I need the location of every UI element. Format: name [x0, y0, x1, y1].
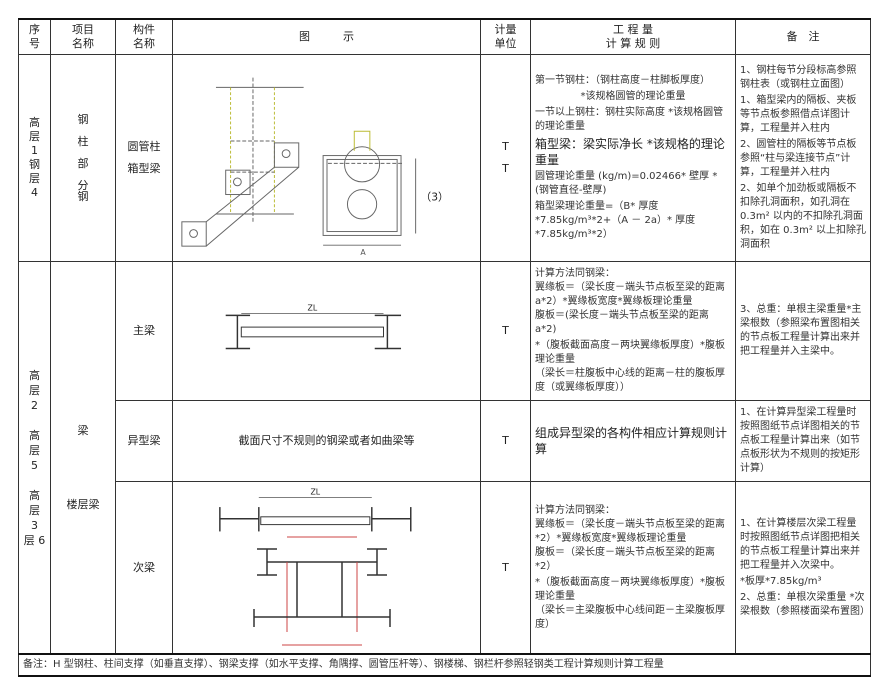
header-rule: 工 程 量 计 算 规 则 [530, 18, 736, 55]
note-plate-thickness: *板厚*7.85kg/m³ [740, 575, 822, 587]
rules-table: 序 号 项目 名称 构件 名称 图 示 计量 单位 工 程 量 计 算 规 则 … [18, 18, 871, 677]
rule-box-beam: 箱型梁：梁实际净长 *该规格的理论重量 [535, 137, 725, 167]
row-main-beam: 高 层 2 高 层 5 高 层 3 层 6 梁 楼层梁 主梁 ZL T 计算方法… [18, 261, 871, 655]
rule-main-beam: 计算方法同钢梁： 翼缘板＝（梁长度－端头节点板至梁的距离a*2）*翼缘板宽度*翼… [535, 268, 725, 335]
note-secondary-total: 2、总重：单根次梁重量 *次梁根数（参照楼面梁布置图） [740, 591, 870, 617]
row1-item: 钢 柱 部 分 钢 [50, 54, 116, 262]
row1-unit: T [502, 162, 509, 175]
main-beam-figure-cell: ZL [172, 261, 481, 401]
column-beam-figure: A （3） [181, 77, 449, 257]
note-box-plates: 1、箱型梁内的隔板、夹板等节点板参照借点详图计算，工程量并入柱内 [740, 95, 857, 134]
rule-pipe-weight-formula: 圆管理论重量 (kg/m)=0.02466* 壁厚 *(钢管直径-壁厚) [535, 171, 718, 196]
row1-seq: 高 层 1 钢 层 4 [18, 54, 51, 262]
row-secondary-beam: 次梁 ZL T 计算方法同钢梁： 翼缘板＝（梁长度－端头节点板至梁的距离*2）*… [19, 481, 871, 655]
secondary-beam-rules-cell: 计算方法同钢梁： 翼缘板＝（梁长度－端头节点板至梁的距离*2）*翼缘板宽度*翼缘… [530, 481, 736, 655]
row2-unit: T [480, 261, 531, 401]
rule-secondary-beam: 计算方法同钢梁： 翼缘板＝（梁长度－端头节点板至梁的距离*2）*翼缘板宽度*翼缘… [535, 504, 725, 572]
rule-irregular-beam: 组成异型梁的各构件相应计算规则计算 [535, 426, 728, 456]
header-part: 构件 名称 [115, 18, 173, 55]
row1-figure-cell: A （3） [172, 54, 481, 262]
header-seq: 序 号 [18, 18, 51, 55]
rule-first-column: 第一节钢柱：（钢柱高度－柱脚板厚度） [535, 75, 710, 86]
header-unit: 计量 单位 [480, 18, 531, 55]
row2-item-floor-beam: 楼层梁 [66, 497, 100, 511]
irregular-beam-notes-cell: 1、在计算异型梁工程量时按照图纸节点详图相关的节点板工程量计算出来（如节点板形状… [735, 400, 871, 482]
rule-box-weight-formula: 箱型梁理论重量=（B* 厚度 *7.85kg/m³*2+（A － 2a）* 厚度… [535, 201, 699, 240]
figure-label: （3） [421, 190, 449, 203]
row2-part-secondary-beam: 次梁 [115, 481, 173, 655]
note-holes: 2、如单个加劲板或隔板不扣除孔洞面积，如孔洞在 0.3m² 以内的不扣除孔洞面积… [740, 183, 867, 250]
row2-unit: T [480, 481, 531, 655]
note-secondary-beam: 1、在计算楼层次梁工程量时按照图纸节点详图把相关的节点板工程量计算出来并把工程量… [740, 517, 860, 571]
footer-remark: 备注：H 型钢柱、柱间支撑（如垂直支撑）、钢梁支撑（如水平支撑、角隅撑、圆管压杆… [18, 653, 871, 677]
secondary-beam-zl-label: ZL [310, 487, 320, 496]
note-pipe-plates: 2、圆管柱的隔板等节点板参照“柱与梁连接节点”计算，工程量并入柱内 [740, 139, 857, 178]
row2-item-beam: 梁 [77, 423, 89, 437]
note-column-elevation: 1、钢柱每节分段标高参照钢柱表（或钢柱立面图） [740, 65, 857, 90]
row-irregular-beam: 异型梁 截面尺寸不规则的钢梁或者如曲梁等 T 组成异型梁的各构件相应计算规则计算… [19, 400, 871, 482]
row2-seq: 高 层 2 高 层 5 高 层 3 层 6 [18, 261, 51, 655]
irregular-beam-rules-cell: 组成异型梁的各构件相应计算规则计算 [530, 400, 736, 482]
rule-upper-columns: 一节以上钢柱：钢柱实际高度 *该规格圆管的理论重量 [535, 107, 724, 132]
secondary-beam-section-figure [252, 536, 391, 646]
note-main-beam-total: 3、总重：单根主梁重量*主梁根数（参照梁布置图相关的节点板工程量计算出来并把工程… [740, 304, 862, 357]
row1-part-box-beam: 箱型梁 [127, 162, 161, 175]
rule-main-beam-web: *（腹板截面高度－两块翼缘板厚度）*腹板理论重量 （梁长＝柱腹板中心线的距离－柱… [535, 340, 725, 393]
main-beam-zl-label: ZL [308, 304, 318, 313]
dimension-A-label: A [360, 248, 366, 257]
header-figure: 图 示 [172, 18, 481, 55]
irregular-beam-figure-cell: 截面尺寸不规则的钢梁或者如曲梁等 [172, 400, 481, 482]
header-note: 备 注 [735, 18, 871, 55]
row2-unit: T [480, 400, 531, 482]
row2-part-irregular-beam: 异型梁 [115, 400, 173, 482]
row-steel-column: 高 层 1 钢 层 4 钢 柱 部 分 钢 圆管柱 箱型梁 A （3） T T … [18, 54, 871, 262]
header-item: 项目 名称 [50, 18, 116, 55]
row1-parts-cell: 圆管柱 箱型梁 [115, 54, 173, 262]
irregular-beam-description: 截面尺寸不规则的钢梁或者如曲梁等 [238, 434, 415, 447]
row1-units-cell: T T [480, 54, 531, 262]
secondary-beam-figure: ZL [219, 487, 412, 532]
main-beam-rules-cell: 计算方法同钢梁： 翼缘板＝（梁长度－端头节点板至梁的距离a*2）*翼缘板宽度*翼… [530, 261, 736, 401]
row1-part-round-column: 圆管柱 [127, 140, 161, 153]
rule-first-column-weight: *该规格圆管的理论重量 [580, 91, 686, 102]
row1-rules-cell: 第一节钢柱：（钢柱高度－柱脚板厚度） *该规格圆管的理论重量 一节以上钢柱：钢柱… [530, 54, 736, 262]
main-beam-notes-cell: 3、总重：单根主梁重量*主梁根数（参照梁布置图相关的节点板工程量计算出来并把工程… [735, 261, 871, 401]
main-beam-figure: ZL [225, 304, 402, 350]
note-irregular-beam: 1、在计算异型梁工程量时按照图纸节点详图相关的节点板工程量计算出来（如节点板形状… [740, 407, 860, 474]
rule-secondary-beam-web: *（腹板截面高度－两块翼缘板厚度）*腹板理论重量 （梁长＝主梁腹板中心线间距－主… [535, 576, 725, 630]
row-footer: 备注：H 型钢柱、柱间支撑（如垂直支撑）、钢梁支撑（如水平支撑、角隅撑、圆管压杆… [18, 653, 871, 677]
row1-notes-cell: 1、钢柱每节分段标高参照钢柱表（或钢柱立面图） 1、箱型梁内的隔板、夹板等节点板… [735, 54, 871, 262]
secondary-beam-notes-cell: 1、在计算楼层次梁工程量时按照图纸节点详图把相关的节点板工程量计算出来并把工程量… [735, 481, 871, 655]
secondary-beam-figure-cell: ZL [172, 481, 481, 655]
row2-item-cell: 梁 楼层梁 [50, 261, 116, 655]
row1-unit: T [502, 140, 509, 153]
row2-part-main-beam: 主梁 [115, 261, 173, 401]
